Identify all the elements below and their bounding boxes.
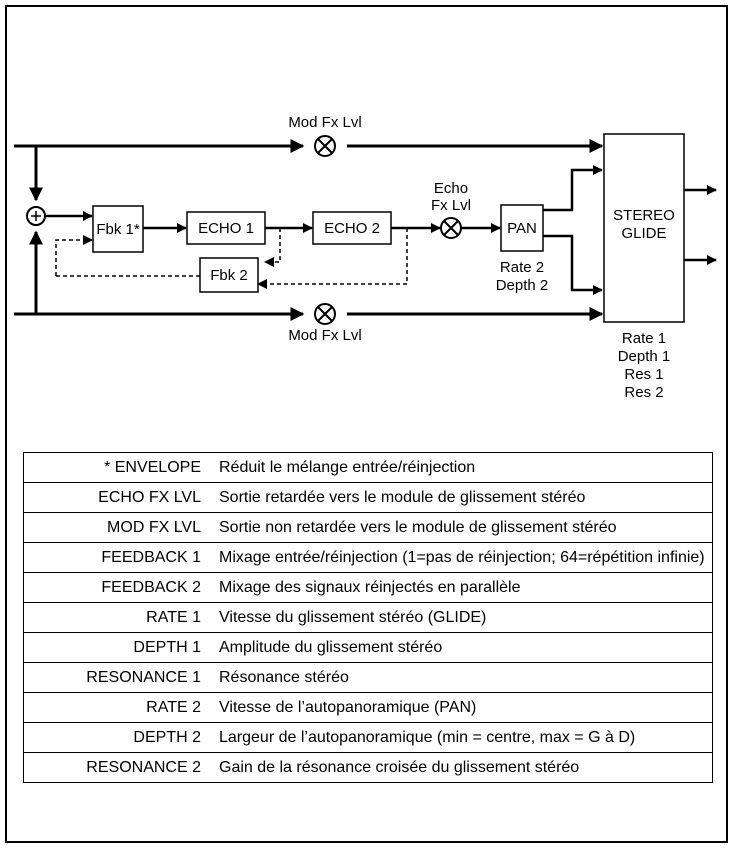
param-description: Vitesse de l’autopanoramique (PAN) bbox=[213, 692, 713, 723]
multiplier-icon-mod-bottom bbox=[314, 303, 336, 325]
table-row: DEPTH 2 Largeur de l’autopanoramique (mi… bbox=[23, 722, 713, 753]
echo2-label: ECHO 2 bbox=[324, 220, 380, 237]
stereo-glide-label-2: GLIDE bbox=[621, 225, 666, 242]
multiplier-icon-mod-top bbox=[314, 135, 336, 157]
param-description: Mixage des signaux réinjectés en parallè… bbox=[213, 572, 713, 603]
table-row: ECHO FX LVL Sortie retardée vers le modu… bbox=[23, 482, 713, 513]
table-row: RATE 1 Vitesse du glissement stéréo (GLI… bbox=[23, 602, 713, 633]
pan-label: PAN bbox=[507, 220, 537, 237]
pan-rate-label: Rate 2 bbox=[500, 259, 544, 276]
param-description: Sortie non retardée vers le module de gl… bbox=[213, 512, 713, 543]
fbk1-label: Fbk 1* bbox=[96, 221, 140, 238]
pan-block bbox=[500, 204, 544, 252]
param-name: RATE 1 bbox=[23, 602, 213, 633]
echo1-tap-to-fbk2 bbox=[264, 228, 281, 267]
stereo-glide-label-1: STEREO bbox=[613, 207, 675, 224]
param-name: MOD FX LVL bbox=[23, 512, 213, 543]
param-name: DEPTH 1 bbox=[23, 632, 213, 663]
mod-fx-lvl-bottom-label: Mod Fx Lvl bbox=[288, 327, 361, 344]
echo2-block bbox=[312, 211, 392, 245]
fbk2-label: Fbk 2 bbox=[210, 267, 248, 284]
pan-to-glide-top bbox=[543, 165, 603, 212]
table-row: MOD FX LVL Sortie non retardée vers le m… bbox=[23, 512, 713, 543]
param-description: Réduit le mélange entrée/réinjection bbox=[213, 452, 713, 483]
signal-flow-diagram: Fbk 1* ECHO 1 ECHO 2 Fbk 2 PAN STEREO GL… bbox=[14, 114, 717, 401]
param-description: Résonance stéréo bbox=[213, 662, 713, 693]
table-row: RESONANCE 1 Résonance stéréo bbox=[23, 662, 713, 693]
param-description: Vitesse du glissement stéréo (GLIDE) bbox=[213, 602, 713, 633]
param-name: RESONANCE 2 bbox=[23, 752, 213, 783]
stereo-glide-block bbox=[603, 133, 685, 323]
param-description: Sortie retardée vers le module de glisse… bbox=[213, 482, 713, 513]
param-description: Gain de la résonance croisée du glisseme… bbox=[213, 752, 713, 783]
pan-depth-label: Depth 2 bbox=[496, 277, 549, 294]
param-name: * ENVELOPE bbox=[23, 452, 213, 483]
echo-fx-lvl-label-2: Fx Lvl bbox=[431, 197, 471, 214]
summing-junction-icon bbox=[26, 206, 46, 226]
table-row: RESONANCE 2 Gain de la résonance croisée… bbox=[23, 752, 713, 783]
multiplier-icon-echo-fx bbox=[440, 217, 462, 239]
echo2-tap-to-fbk2 bbox=[257, 228, 408, 289]
param-name: FEEDBACK 1 bbox=[23, 542, 213, 573]
param-name: RESONANCE 1 bbox=[23, 662, 213, 693]
table-row: FEEDBACK 1 Mixage entrée/réinjection (1=… bbox=[23, 542, 713, 573]
glide-res1-label: Res 1 bbox=[624, 366, 663, 383]
param-description: Mixage entrée/réinjection (1=pas de réin… bbox=[213, 542, 713, 573]
table-row: FEEDBACK 2 Mixage des signaux réinjectés… bbox=[23, 572, 713, 603]
table-row: * ENVELOPE Réduit le mélange entrée/réin… bbox=[23, 452, 713, 483]
table-row: RATE 2 Vitesse de l’autopanoramique (PAN… bbox=[23, 692, 713, 723]
fbk2-feedback-to-fbk1 bbox=[55, 235, 93, 276]
param-name: DEPTH 2 bbox=[23, 722, 213, 753]
parameter-table: * ENVELOPE Réduit le mélange entrée/réin… bbox=[23, 452, 713, 783]
echo1-label: ECHO 1 bbox=[198, 220, 254, 237]
param-description: Largeur de l’autopanoramique (min = cent… bbox=[213, 722, 713, 753]
param-name: ECHO FX LVL bbox=[23, 482, 213, 513]
pan-to-glide-bottom bbox=[543, 234, 603, 295]
glide-rate-label: Rate 1 bbox=[622, 330, 666, 347]
echo-fx-lvl-label-1: Echo bbox=[434, 180, 468, 197]
param-description: Amplitude du glissement stéréo bbox=[213, 632, 713, 663]
table-row: DEPTH 1 Amplitude du glissement stéréo bbox=[23, 632, 713, 663]
echo1-block bbox=[186, 211, 266, 245]
param-name: FEEDBACK 2 bbox=[23, 572, 213, 603]
glide-res2-label: Res 2 bbox=[624, 384, 663, 401]
fbk2-block bbox=[199, 257, 259, 293]
mod-fx-lvl-top-label: Mod Fx Lvl bbox=[288, 114, 361, 131]
figure-frame bbox=[5, 5, 728, 843]
param-name: RATE 2 bbox=[23, 692, 213, 723]
glide-depth-label: Depth 1 bbox=[618, 348, 671, 365]
fbk1-block bbox=[92, 205, 144, 253]
